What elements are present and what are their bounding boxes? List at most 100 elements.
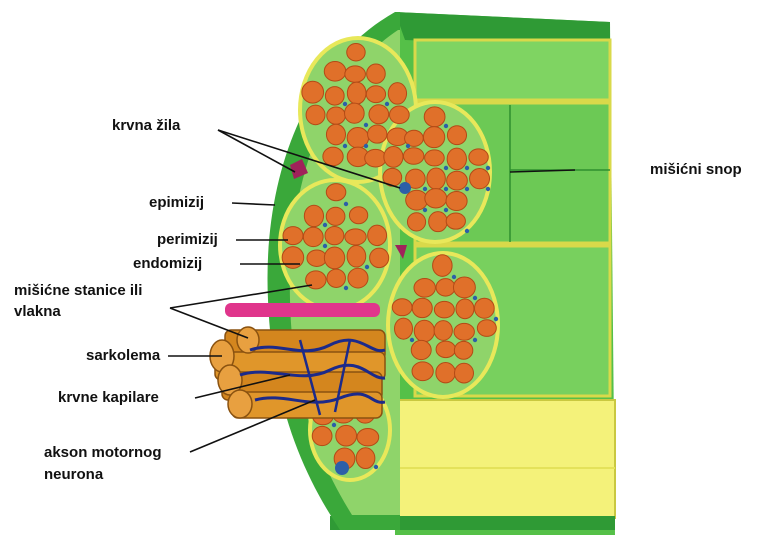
muscle-fiber: [365, 149, 387, 167]
muscle-fiber: [425, 189, 447, 208]
muscle-fiber: [454, 363, 473, 383]
capillary-dot: [465, 166, 469, 170]
muscle-fiber: [356, 448, 375, 469]
muscle-fiber: [446, 191, 467, 210]
muscle-fiber: [454, 341, 472, 359]
muscle-fiber: [436, 362, 455, 382]
muscle-fiber: [425, 150, 445, 166]
label-misicne-stanice-line1: mišićne stanice ili: [14, 282, 142, 300]
muscle-fiber: [407, 213, 425, 231]
capillary-dot: [343, 102, 347, 106]
capillary-dot: [423, 208, 427, 212]
muscle-fiber: [411, 340, 431, 359]
muscle-fiber: [470, 169, 490, 189]
muscle-fiber: [412, 298, 432, 317]
muscle-fiber: [302, 81, 324, 103]
muscle-fiber: [477, 320, 496, 337]
muscle-fiber: [389, 106, 409, 124]
label-perimizij: perimizij: [157, 231, 218, 249]
capillary-dot: [486, 187, 490, 191]
muscle-fiber: [414, 278, 435, 297]
muscle-fiber: [307, 250, 327, 267]
muscle-fiber: [394, 318, 412, 339]
muscle-fiber: [447, 148, 466, 170]
muscle-fiber: [392, 299, 412, 316]
muscle-fiber: [384, 147, 403, 168]
capillary-dot: [323, 244, 327, 248]
capillary-dot: [374, 465, 378, 469]
muscle-fiber: [434, 301, 454, 318]
capillary-dot: [423, 187, 427, 191]
capillary-dot: [410, 338, 414, 342]
capillary-dot: [323, 223, 327, 227]
muscle-fiber: [423, 127, 444, 148]
label-misicne-stanice-line2: vlakna: [14, 303, 61, 321]
muscle-fiber: [349, 207, 367, 224]
capillary-dot: [344, 286, 348, 290]
muscle-fiber: [323, 147, 343, 166]
muscle-fiber: [325, 226, 344, 244]
muscle-fiber: [369, 105, 389, 124]
capillary-dot: [365, 265, 369, 269]
muscle-fiber: [388, 83, 406, 105]
capillary-dot: [494, 317, 498, 321]
muscle-fiber: [326, 207, 345, 225]
muscle-fiber: [436, 279, 455, 296]
muscle-fiber: [429, 212, 448, 232]
muscle-fiber: [469, 149, 488, 165]
muscle-fiber: [436, 341, 455, 357]
capillary-dot: [473, 338, 477, 342]
muscle-fiber: [403, 148, 423, 165]
muscle-fiber: [366, 86, 385, 103]
muscle-fiber: [326, 184, 346, 201]
label-sarkolema: sarkolema: [86, 347, 160, 365]
muscle-fiber: [474, 298, 494, 318]
capillary-dot: [444, 208, 448, 212]
muscle-fiber: [326, 124, 345, 145]
muscle-fiber: [406, 190, 428, 210]
muscle-fiber: [347, 44, 365, 61]
muscle-fiber: [447, 171, 468, 190]
muscle-fiber: [327, 269, 345, 287]
muscle-fiber: [348, 268, 368, 288]
muscle-fiber: [433, 255, 453, 277]
muscle-fiber: [283, 227, 303, 245]
muscle-fiber: [434, 321, 452, 341]
muscle-fiber: [345, 66, 366, 82]
label-akson-line2: neurona: [44, 466, 103, 484]
label-akson-line1: akson motornog: [44, 444, 162, 462]
capillary-dot: [406, 144, 410, 148]
muscle-fiber: [345, 229, 366, 245]
muscle-fiber: [424, 107, 445, 127]
muscle-fiber: [454, 323, 474, 340]
capillary-dot: [452, 275, 456, 279]
label-epimizij: epimizij: [149, 194, 204, 212]
muscle-fiber: [282, 247, 304, 269]
capillary-dot: [473, 296, 477, 300]
label-endomizij: endomizij: [133, 255, 202, 273]
capillary-dot: [465, 187, 469, 191]
muscle-fiber: [427, 168, 445, 189]
capillary-dot: [444, 124, 448, 128]
muscle-fiber: [303, 227, 323, 246]
muscle-fiber: [453, 277, 475, 298]
muscle-fiber: [368, 125, 387, 143]
label-krvna-zila: krvna žila: [112, 117, 180, 135]
label-krvne-kapilare: krvne kapilare: [58, 389, 159, 407]
capillary-dot: [332, 423, 336, 427]
capillary-dot: [364, 123, 368, 127]
muscle-fiber: [447, 126, 466, 145]
muscle-fiber: [327, 107, 346, 124]
label-misicni-snop: mišićni snop: [650, 161, 742, 179]
muscle-fiber: [312, 426, 332, 445]
capillary-dot: [344, 202, 348, 206]
capillary-dot: [364, 144, 368, 148]
muscle-fiber: [347, 246, 366, 268]
capillary-dot: [385, 102, 389, 106]
muscle-fiber: [347, 82, 366, 104]
capillary-dot: [465, 229, 469, 233]
muscle-fiber: [367, 64, 386, 83]
capillary-dot: [343, 144, 347, 148]
muscle-fiber: [306, 105, 325, 125]
muscle-fiber: [446, 213, 465, 229]
